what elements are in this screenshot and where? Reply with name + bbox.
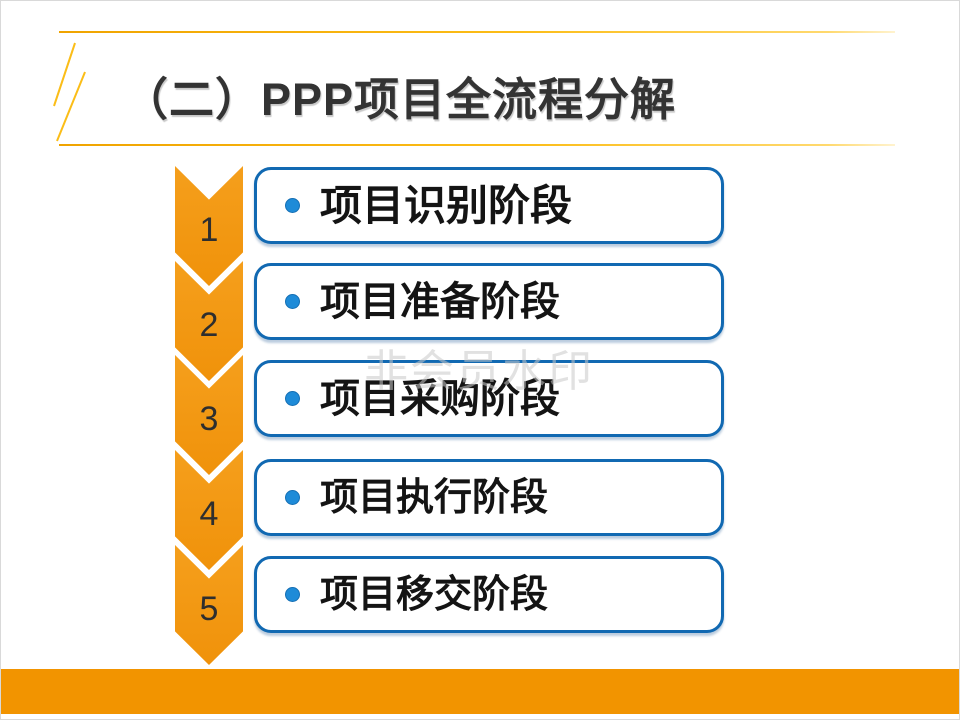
stage-box-preparation: 项目准备阶段 xyxy=(254,263,724,340)
slide-title: （二）PPP项目全流程分解 xyxy=(123,74,677,125)
bullet-icon xyxy=(285,198,300,213)
bullet-icon xyxy=(285,391,300,406)
step-number: 1 xyxy=(199,211,219,249)
bullet-icon xyxy=(285,490,300,505)
stage-box-execution: 项目执行阶段 xyxy=(254,459,724,536)
step-number: 2 xyxy=(199,306,219,344)
step-number: 3 xyxy=(199,400,219,438)
step-number: 5 xyxy=(199,590,219,628)
stage-box-handover: 项目移交阶段 xyxy=(254,556,724,633)
stage-label: 项目移交阶段 xyxy=(320,573,549,616)
step-arrow-1: 1 xyxy=(175,166,243,286)
stage-box-procurement: 项目采购阶段 xyxy=(254,360,724,437)
stage-label: 项目识别阶段 xyxy=(320,181,573,229)
stage-label: 项目执行阶段 xyxy=(320,476,549,519)
stage-label: 项目采购阶段 xyxy=(320,376,560,421)
title-underline-rule xyxy=(59,144,895,146)
bullet-icon xyxy=(285,294,300,309)
top-gold-rule xyxy=(59,31,895,33)
slash-decoration xyxy=(53,42,86,142)
stage-label: 项目准备阶段 xyxy=(320,279,560,324)
step-number: 4 xyxy=(199,495,219,533)
bottom-accent-bar xyxy=(1,669,959,714)
stage-box-identification: 项目识别阶段 xyxy=(254,167,724,244)
bullet-icon xyxy=(285,587,300,602)
